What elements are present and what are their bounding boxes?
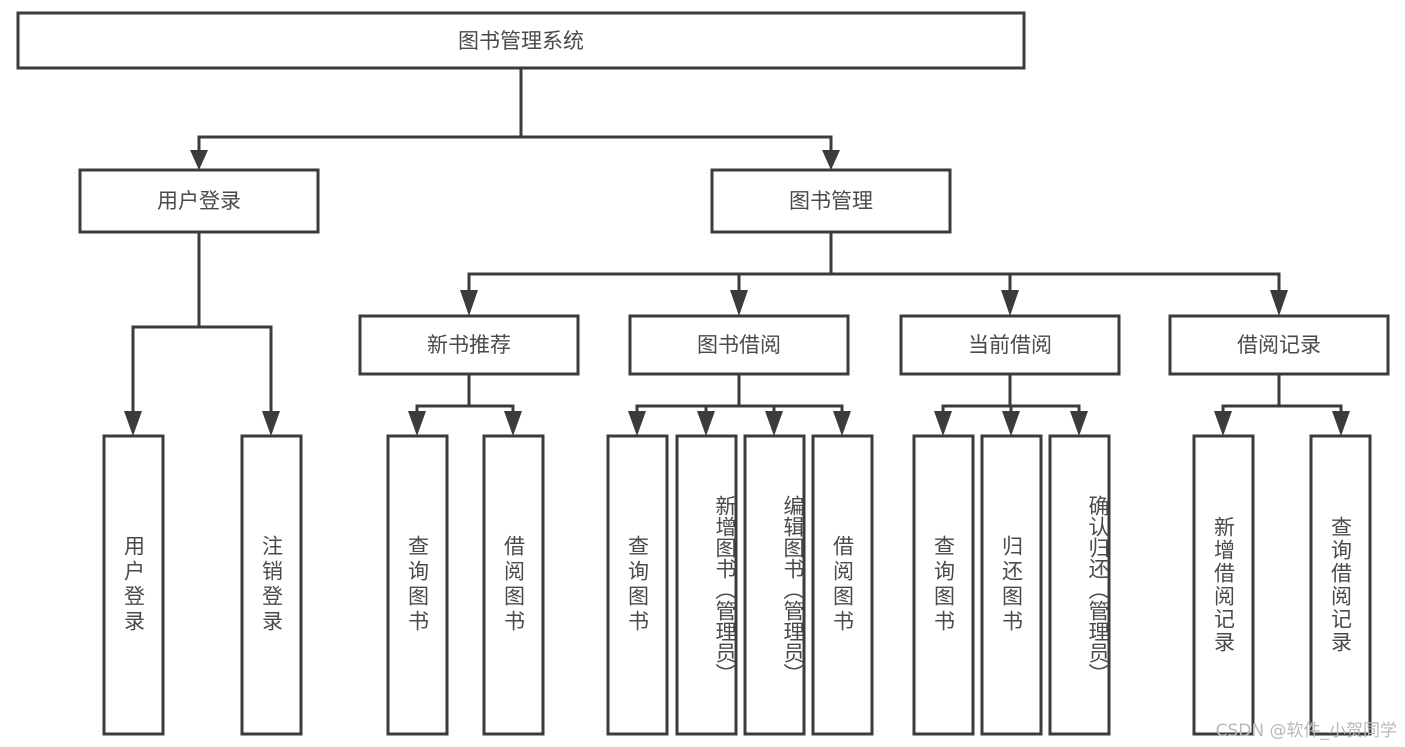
arrow-head-leaf-query-book-a xyxy=(408,411,426,436)
node-book-borrowing[interactable]: 图书借阅 xyxy=(628,314,850,376)
arrow-head-book-borrow xyxy=(730,290,748,316)
arrow-head-new-book-rec xyxy=(460,290,478,316)
node-borrowing-record[interactable]: 借阅记录 xyxy=(1168,314,1390,376)
leaf-box-query-borrow-record[interactable] xyxy=(1309,434,1372,736)
leaf-box-query-book-borrow[interactable] xyxy=(606,434,669,736)
leaf-box-add-book-admin[interactable] xyxy=(675,434,738,736)
node-book-management[interactable]: 图书管理 xyxy=(710,168,952,234)
leaf-box-borrow-book[interactable] xyxy=(811,434,874,736)
node-root-box[interactable] xyxy=(16,11,1026,70)
leaf-box-borrow-book-rec[interactable] xyxy=(482,434,545,736)
arrow-head-leaf-query-record xyxy=(1332,411,1350,436)
node-user-login[interactable]: 用户登录 xyxy=(78,168,320,234)
arrow-head-borrow-record xyxy=(1270,290,1288,316)
leaf-box-user-login[interactable] xyxy=(102,434,165,736)
node-current-borrowing-label: 当前借阅 xyxy=(968,333,1052,357)
node-new-book-recommendation-box[interactable] xyxy=(358,314,580,376)
node-current-borrowing-box[interactable] xyxy=(899,314,1121,376)
arrow-head-leaf-add-record xyxy=(1214,411,1232,436)
node-current-borrowing[interactable]: 当前借阅 xyxy=(899,314,1121,376)
connector-group xyxy=(124,66,1350,436)
leaf-box-return-book[interactable] xyxy=(980,434,1043,736)
node-root-label: 图书管理系统 xyxy=(458,29,584,53)
arrow-head-leaf-logout xyxy=(262,411,280,436)
arrow-head-leaf-user-login xyxy=(124,411,142,436)
arrow-head-leaf-query-book-c xyxy=(934,411,952,436)
arrow-head-leaf-return-book xyxy=(1002,411,1020,436)
arrow-head-user-login xyxy=(190,150,208,170)
leaf-box-logout[interactable] xyxy=(240,434,303,736)
arrow-head-book-mgmt xyxy=(822,150,840,170)
node-root[interactable]: 图书管理系统 xyxy=(16,11,1026,70)
node-book-management-box[interactable] xyxy=(710,168,952,234)
node-user-login-box[interactable] xyxy=(78,168,320,234)
arrow-head-leaf-edit-book xyxy=(765,411,783,436)
leaf-box-confirm-return-admin[interactable] xyxy=(1048,434,1111,736)
node-borrowing-record-label: 借阅记录 xyxy=(1237,333,1321,357)
arrow-head-leaf-add-book xyxy=(697,411,715,436)
node-new-book-recommendation[interactable]: 新书推荐 xyxy=(358,314,580,376)
node-book-borrowing-label: 图书借阅 xyxy=(697,333,781,357)
node-user-login-label: 用户登录 xyxy=(157,189,241,213)
arrow-head-current-borrow xyxy=(1001,290,1019,316)
arrow-head-leaf-borrow-book-b xyxy=(833,411,851,436)
leaf-box-query-book-rec[interactable] xyxy=(386,434,449,736)
arrow-head-leaf-borrow-book-a xyxy=(504,411,522,436)
node-book-management-label: 图书管理 xyxy=(789,189,873,213)
node-borrowing-record-box[interactable] xyxy=(1168,314,1390,376)
node-book-borrowing-box[interactable] xyxy=(628,314,850,376)
leaf-box-add-borrow-record[interactable] xyxy=(1192,434,1255,736)
node-new-book-recommendation-label: 新书推荐 xyxy=(427,333,511,357)
leaf-box-group xyxy=(102,434,1372,736)
leaf-box-query-book-current[interactable] xyxy=(912,434,975,736)
arrow-head-leaf-query-book-b xyxy=(628,411,646,436)
arrow-head-leaf-confirm-return xyxy=(1070,411,1088,436)
csdn-watermark: CSDN @软件_小贺同学 xyxy=(1215,721,1397,741)
leaf-box-edit-book-admin[interactable] xyxy=(743,434,806,736)
